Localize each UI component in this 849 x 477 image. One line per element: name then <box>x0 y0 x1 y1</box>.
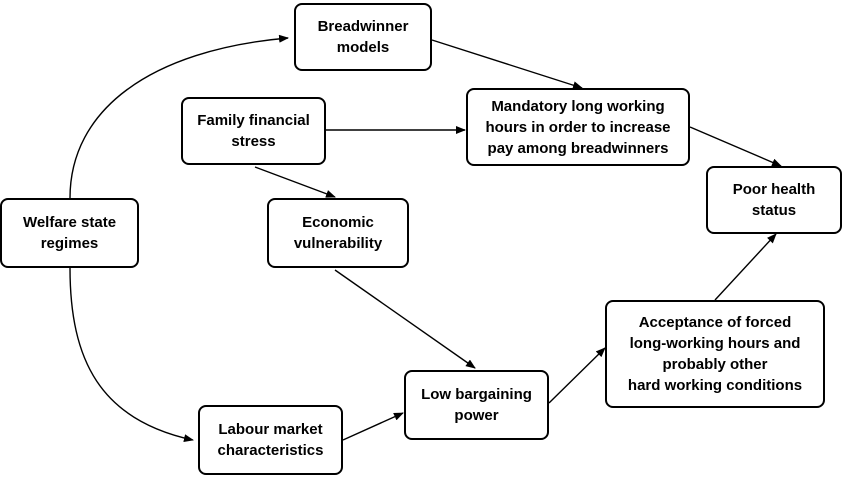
node-welfare-state-regimes: Welfare state regimes <box>0 198 139 268</box>
node-labour-market-characteristics: Labour market characteristics <box>198 405 343 475</box>
node-family-financial-stress: Family financial stress <box>181 97 326 165</box>
edge-welfare-to-labour <box>69 267 194 443</box>
node-breadwinner-models: Breadwinner models <box>294 3 432 71</box>
edge-acceptance-to-poor-health <box>714 233 777 301</box>
edge-labour-to-low-bargaining <box>342 412 404 441</box>
edge-welfare-to-breadwinner <box>69 34 289 199</box>
node-low-bargaining-power: Low bargaining power <box>404 370 549 440</box>
node-mandatory-long-working-hours: Mandatory long working hours in order to… <box>466 88 690 166</box>
edge-breadwinner-to-mandatory <box>431 39 583 90</box>
edge-economic-to-low-bargaining <box>334 269 476 369</box>
edge-low-bargaining-to-acceptance <box>548 347 606 404</box>
node-poor-health-status: Poor health status <box>706 166 842 234</box>
edge-family-to-economic <box>254 166 336 198</box>
edge-mandatory-to-poor-health <box>689 126 782 167</box>
node-acceptance-forced-long-working-hours: Acceptance of forced long-working hours … <box>605 300 825 408</box>
node-economic-vulnerability: Economic vulnerability <box>267 198 409 268</box>
